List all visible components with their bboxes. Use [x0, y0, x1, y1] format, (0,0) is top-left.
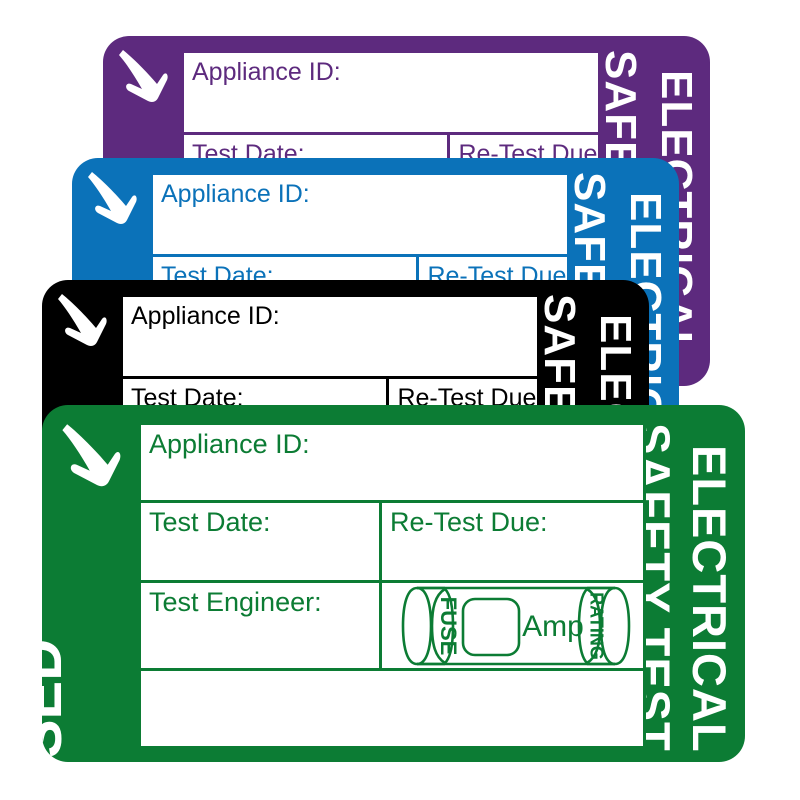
- field-retest-due[interactable]: Re-Test Due:: [379, 503, 643, 583]
- check-tick-icon[interactable]: [56, 288, 108, 350]
- table-row[interactable]: Appliance ID:: [141, 425, 643, 503]
- table-row[interactable]: [141, 671, 643, 746]
- field-appliance-id[interactable]: Appliance ID:: [184, 53, 598, 135]
- label-green-form-table[interactable]: Appliance ID:Test Date:Re-Test Due:Test …: [138, 422, 646, 749]
- field-appliance-id[interactable]: Appliance ID:: [153, 175, 567, 257]
- field-appliance-id-label[interactable]: Appliance ID:: [149, 429, 310, 459]
- field-retest-due-label[interactable]: Re-Test Due:: [390, 507, 548, 537]
- field-test-engineer[interactable]: Test Engineer:: [141, 583, 379, 671]
- label-blue-left-strip[interactable]: PASSED: [72, 158, 150, 508]
- fuse-left-label: FUSE: [436, 597, 461, 656]
- check-tick-icon[interactable]: [60, 417, 122, 491]
- table-row[interactable]: Appliance ID:: [153, 175, 567, 257]
- table-row[interactable]: Appliance ID:: [184, 53, 598, 135]
- field-signature-area[interactable]: [141, 671, 643, 746]
- passed-text[interactable]: PASSED: [42, 638, 74, 762]
- field-appliance-id-label[interactable]: Appliance ID:: [131, 302, 280, 330]
- field-appliance-id[interactable]: Appliance ID:: [141, 425, 643, 503]
- field-appliance-id[interactable]: Appliance ID:: [123, 297, 537, 379]
- label-purple-left-strip[interactable]: PASSED: [103, 36, 181, 386]
- fuse-right-label: RATING: [586, 592, 606, 660]
- check-tick-icon[interactable]: [117, 44, 169, 106]
- field-test-engineer-label[interactable]: Test Engineer:: [149, 587, 322, 617]
- brand-line-1[interactable]: ELECTRICAL: [683, 445, 736, 753]
- fuse-unit-label: Amp: [522, 610, 584, 643]
- field-test-date-label[interactable]: Test Date:: [149, 507, 271, 537]
- label-black-left-strip[interactable]: PASSED: [42, 280, 120, 630]
- table-row[interactable]: Appliance ID:: [123, 297, 537, 379]
- table-row[interactable]: Test Date: Re-Test Due:: [141, 503, 643, 583]
- field-appliance-id-label[interactable]: Appliance ID:: [161, 180, 310, 208]
- check-tick-icon[interactable]: [86, 166, 138, 228]
- field-appliance-id-label[interactable]: Appliance ID:: [192, 58, 341, 86]
- label-green-left-strip[interactable]: PASSED: [42, 405, 138, 762]
- field-test-date[interactable]: Test Date:: [141, 503, 379, 583]
